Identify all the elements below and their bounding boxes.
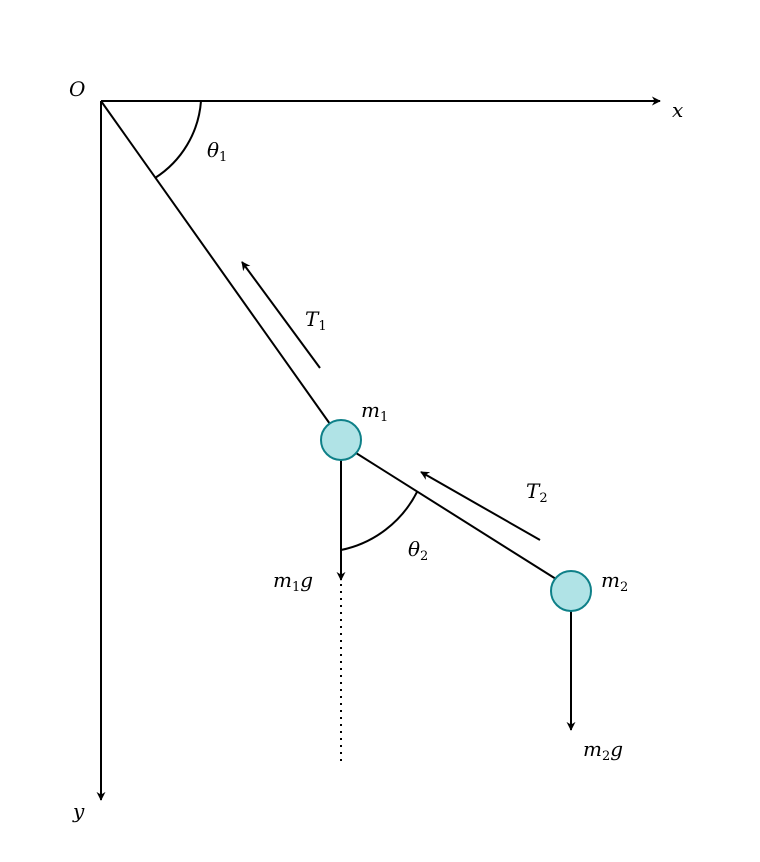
- weight2-label: m2g: [583, 737, 623, 764]
- y-axis-label: y: [72, 799, 85, 823]
- tension2-arrow: [420, 471, 541, 541]
- tension1-arrow: [241, 261, 321, 369]
- mass2-bob: [550, 570, 592, 612]
- weight1-label: m1g: [273, 568, 313, 595]
- theta2-arc: [340, 491, 418, 551]
- tension2-label: T2: [526, 479, 548, 506]
- theta1-label: θ1: [207, 138, 227, 165]
- rod-2: [355, 452, 557, 580]
- mass1-bob: [320, 419, 362, 461]
- theta1-arc: [154, 100, 202, 179]
- x-axis-label: x: [672, 98, 683, 122]
- rod-1: [100, 100, 331, 425]
- mass2-label: m2: [601, 568, 628, 595]
- mass1-label: m1: [361, 398, 388, 425]
- theta2-label: θ2: [408, 537, 428, 564]
- tension1-label: T1: [305, 307, 327, 334]
- origin-label: O: [69, 77, 85, 101]
